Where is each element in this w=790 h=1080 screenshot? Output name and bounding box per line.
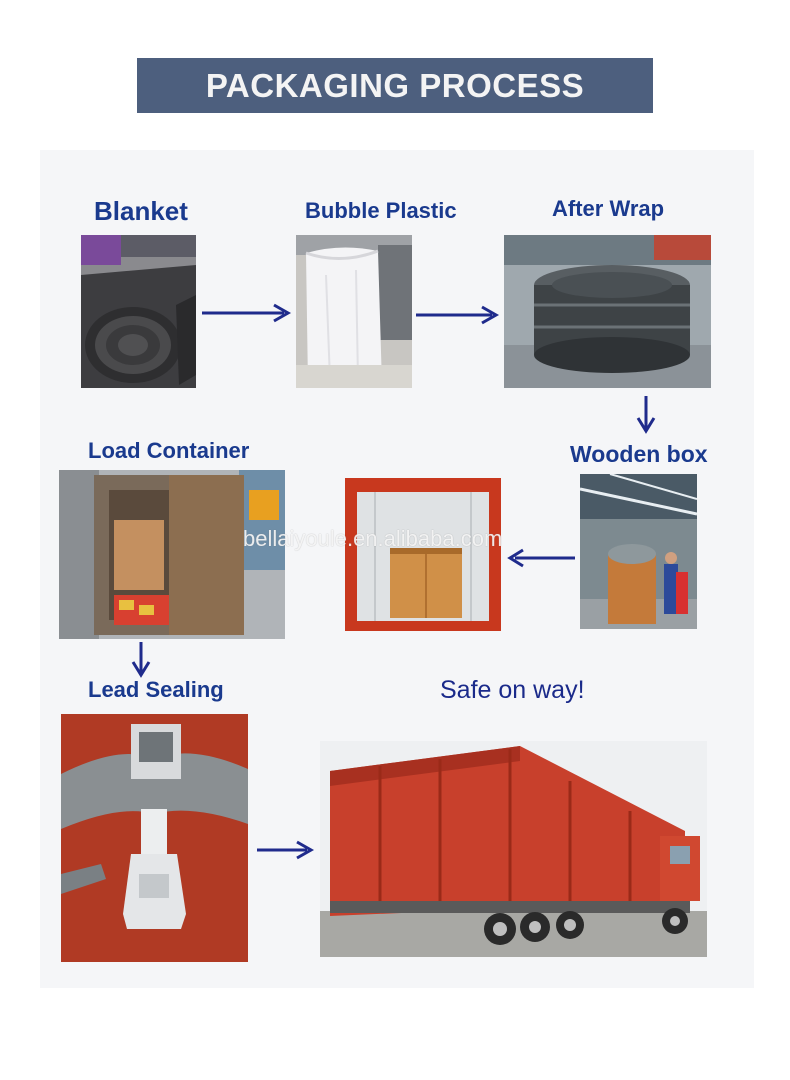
step-label-wooden-box: Wooden box xyxy=(570,441,708,467)
load-container-photo xyxy=(59,470,285,639)
tagline: Safe on way! xyxy=(440,676,585,704)
container-box-photo xyxy=(345,478,501,631)
page-title: PACKAGING PROCESS xyxy=(205,66,585,104)
step-label-after-wrap: After Wrap xyxy=(552,196,665,221)
step-label-lead-sealing: Lead Sealing xyxy=(88,677,224,702)
arrow-left-icon xyxy=(507,548,577,568)
arrow-down-icon xyxy=(636,394,656,434)
arrow-right-icon xyxy=(255,840,315,860)
step-label-blanket: Blanket xyxy=(94,196,188,226)
wooden-box-photo xyxy=(580,474,697,629)
after-wrap-photo xyxy=(504,235,711,388)
step-label-load-container: Load Container xyxy=(88,438,250,463)
title-banner: PACKAGING PROCESS xyxy=(137,58,653,113)
blanket-photo xyxy=(81,235,196,388)
step-label-bubble-plastic: Bubble Plastic xyxy=(305,198,457,223)
watermark: bellaiyoule.en.alibaba.com xyxy=(243,526,503,551)
bubble-plastic-photo xyxy=(296,235,412,388)
truck-photo xyxy=(320,741,707,957)
lead-seal-photo xyxy=(61,714,248,962)
arrow-down-icon xyxy=(131,640,151,678)
arrow-right-icon xyxy=(200,303,292,323)
arrow-right-icon xyxy=(414,305,500,325)
